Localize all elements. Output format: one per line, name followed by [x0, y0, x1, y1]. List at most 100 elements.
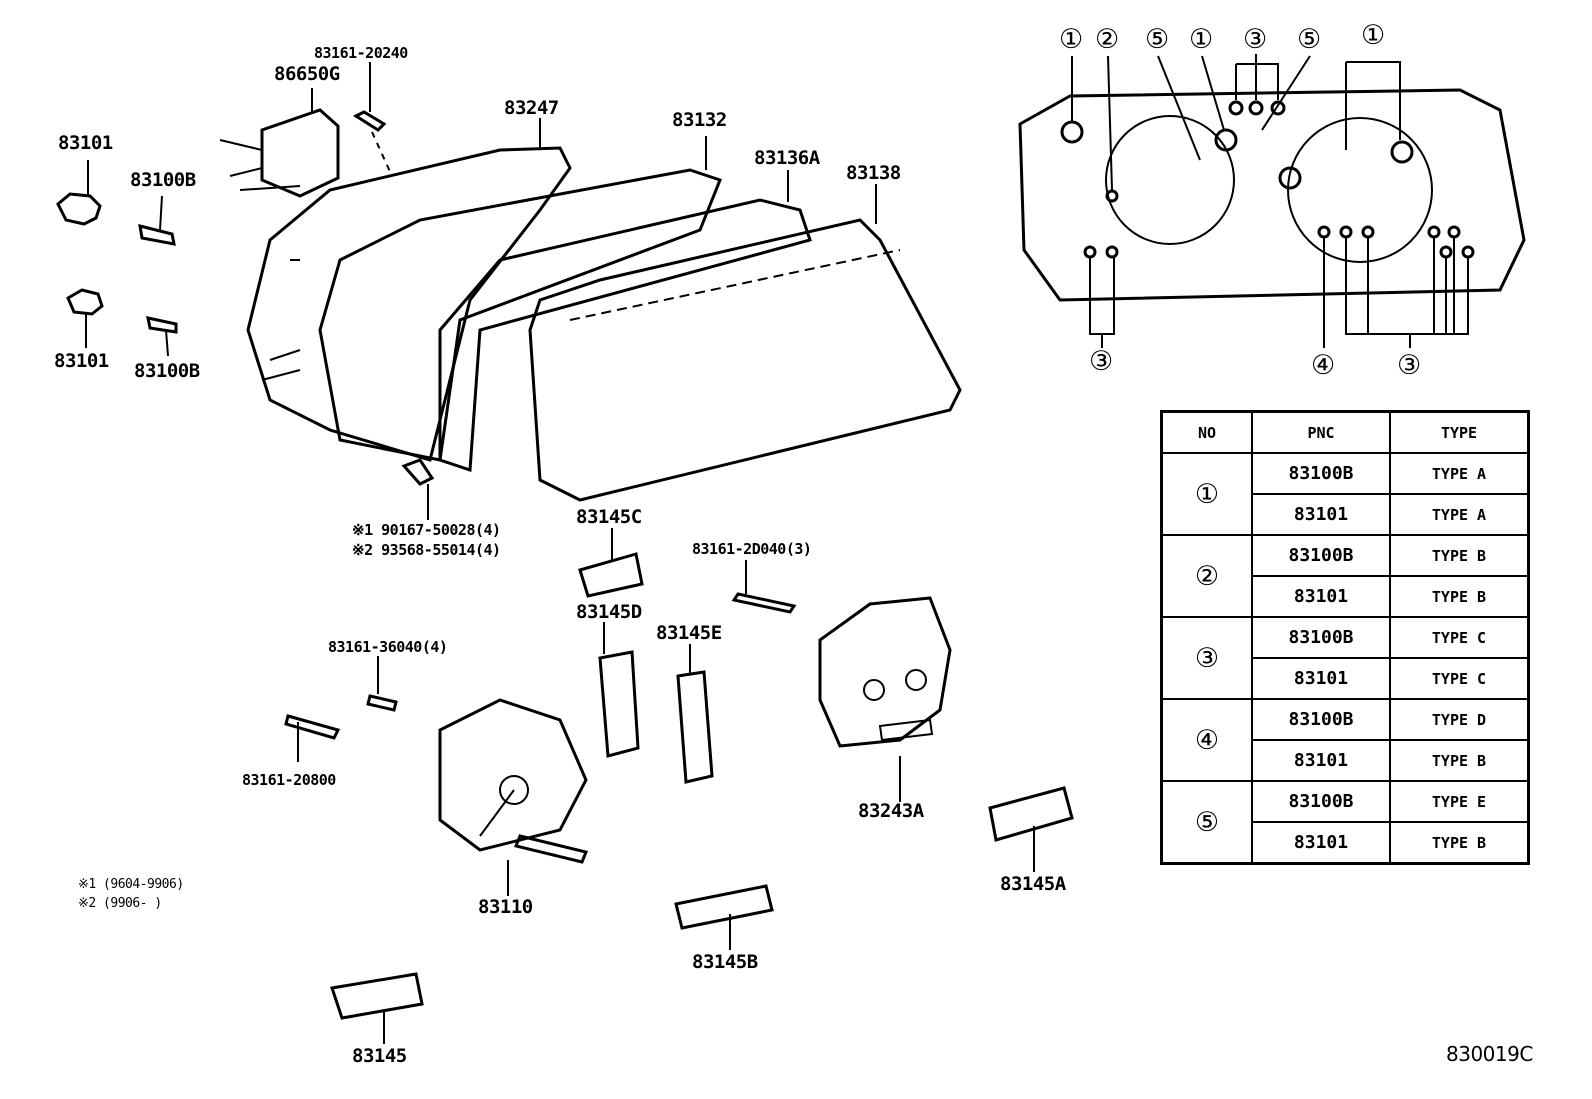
bulb-type-table: NO PNC TYPE ① 83100B TYPE A 83101 TYPE A… — [1160, 410, 1530, 865]
label-83145E: 83145E — [656, 622, 722, 644]
row-type: TYPE B — [1389, 739, 1530, 782]
header-no: NO — [1160, 410, 1253, 454]
table-header-row: NO PNC TYPE — [1160, 410, 1530, 454]
label-83145: 83145 — [352, 1045, 407, 1067]
row-type: TYPE B — [1389, 534, 1530, 577]
row-type: TYPE C — [1389, 657, 1530, 700]
row-pnc: 83100B — [1251, 698, 1391, 741]
label-83100B-bottom: 83100B — [134, 360, 200, 382]
bolt-90167 — [401, 458, 435, 520]
label-83132: 83132 — [672, 109, 727, 131]
glass-83138 — [528, 184, 962, 502]
header-pnc: PNC — [1251, 410, 1391, 454]
plate-83145C — [578, 528, 644, 598]
row-pnc: 83101 — [1251, 575, 1391, 618]
label-83247: 83247 — [504, 97, 559, 119]
table-row: 83101 TYPE B — [1162, 739, 1530, 782]
row-type: TYPE E — [1389, 780, 1530, 823]
table-row: ① 83100B TYPE A — [1160, 452, 1530, 536]
table-row: ③ 83100B TYPE C — [1160, 616, 1530, 700]
label-83161-20240: 83161-20240 — [314, 44, 408, 62]
screw-83161-20800 — [284, 714, 341, 762]
table-row: ② 83100B TYPE B — [1160, 534, 1530, 618]
footnote-1: ※1 (9604-9906) — [78, 877, 184, 892]
plate-83145D — [598, 622, 640, 758]
label-83243A: 83243A — [858, 800, 924, 822]
label-83136A: 83136A — [754, 147, 820, 169]
label-83110: 83110 — [478, 896, 533, 918]
bulb-83100B-bottom — [146, 316, 178, 357]
row-type: TYPE C — [1389, 616, 1530, 659]
label-83145C: 83145C — [576, 506, 642, 528]
bulb-83100B-top — [138, 195, 176, 246]
row-type: TYPE B — [1389, 821, 1530, 865]
row-no: ② — [1160, 534, 1253, 618]
table-row: ⑤ 83100B TYPE E — [1160, 780, 1530, 865]
dial-plate-83136A — [438, 170, 812, 473]
cluster-rear-view — [1018, 54, 1526, 348]
row-type: TYPE D — [1389, 698, 1530, 741]
label-83161-20800: 83161-20800 — [242, 771, 336, 789]
row-type: TYPE A — [1389, 493, 1530, 536]
index-marker: ② — [1095, 24, 1120, 55]
row-pnc: 83101 — [1251, 821, 1391, 865]
row-pnc: 83101 — [1251, 657, 1391, 700]
label-83145A: 83145A — [1000, 873, 1066, 895]
index-marker: ③ — [1089, 346, 1114, 377]
row-pnc: 83100B — [1251, 616, 1391, 659]
label-83145B: 83145B — [692, 951, 758, 973]
speedometer-83110 — [438, 698, 589, 896]
index-marker: ③ — [1243, 24, 1268, 55]
index-marker: ① — [1059, 24, 1084, 55]
label-83145D: 83145D — [576, 601, 642, 623]
plate-83145 — [330, 972, 424, 1044]
buzzer-86650G — [219, 88, 340, 198]
row-no: ③ — [1160, 616, 1253, 700]
fuel-temp-gauge-83243A — [818, 596, 952, 802]
table-row: 83101 TYPE C — [1162, 657, 1530, 700]
label-86650G: 86650G — [274, 63, 340, 85]
row-pnc: 83100B — [1251, 534, 1391, 577]
screw-83161-2D040 — [731, 560, 797, 614]
table-row: 83101 TYPE A — [1162, 493, 1530, 536]
label-83138: 83138 — [846, 162, 901, 184]
screw-83161-20240 — [352, 62, 393, 177]
row-type: TYPE B — [1389, 575, 1530, 618]
bulb-socket-83101-top — [56, 160, 102, 226]
index-marker: ① — [1361, 20, 1386, 51]
index-marker: ① — [1189, 24, 1214, 55]
table-row: ④ 83100B TYPE D — [1160, 698, 1530, 782]
row-no: ① — [1160, 452, 1253, 536]
row-pnc: 83101 — [1251, 739, 1391, 782]
back-housing-83247 — [246, 118, 572, 462]
bulb-socket-83101-bottom — [66, 288, 104, 348]
index-marker: ③ — [1397, 350, 1422, 381]
printed-circuit-83132 — [318, 136, 722, 462]
label-bolt-note-2: ※2 93568-55014(4) — [352, 541, 501, 559]
header-type: TYPE — [1389, 410, 1530, 454]
row-pnc: 83101 — [1251, 493, 1391, 536]
table-row: 83101 TYPE B — [1162, 575, 1530, 618]
plate-83145A — [988, 786, 1074, 872]
row-no: ④ — [1160, 698, 1253, 782]
index-marker: ④ — [1311, 350, 1336, 381]
label-83100B-top: 83100B — [130, 169, 196, 191]
label-83161-36040: 83161-36040(4) — [328, 638, 448, 656]
index-marker: ⑤ — [1297, 24, 1322, 55]
label-83101-top: 83101 — [58, 132, 113, 154]
row-no: ⑤ — [1160, 780, 1253, 865]
diagram-code: 830019C — [1446, 1042, 1533, 1066]
plate-83145E — [676, 644, 714, 784]
index-marker: ⑤ — [1145, 24, 1170, 55]
label-bolt-note-1: ※1 90167-50028(4) — [352, 521, 501, 539]
label-83101-bottom: 83101 — [54, 350, 109, 372]
row-pnc: 83100B — [1251, 780, 1391, 823]
plate-83145B — [674, 884, 774, 950]
row-pnc: 83100B — [1251, 452, 1391, 495]
label-83161-2D040: 83161-2D040(3) — [692, 540, 812, 558]
row-type: TYPE A — [1389, 452, 1530, 495]
table-row: 83101 TYPE B — [1162, 821, 1530, 865]
footnote-2: ※2 (9906- ) — [78, 896, 162, 911]
screw-83161-36040 — [366, 656, 398, 712]
